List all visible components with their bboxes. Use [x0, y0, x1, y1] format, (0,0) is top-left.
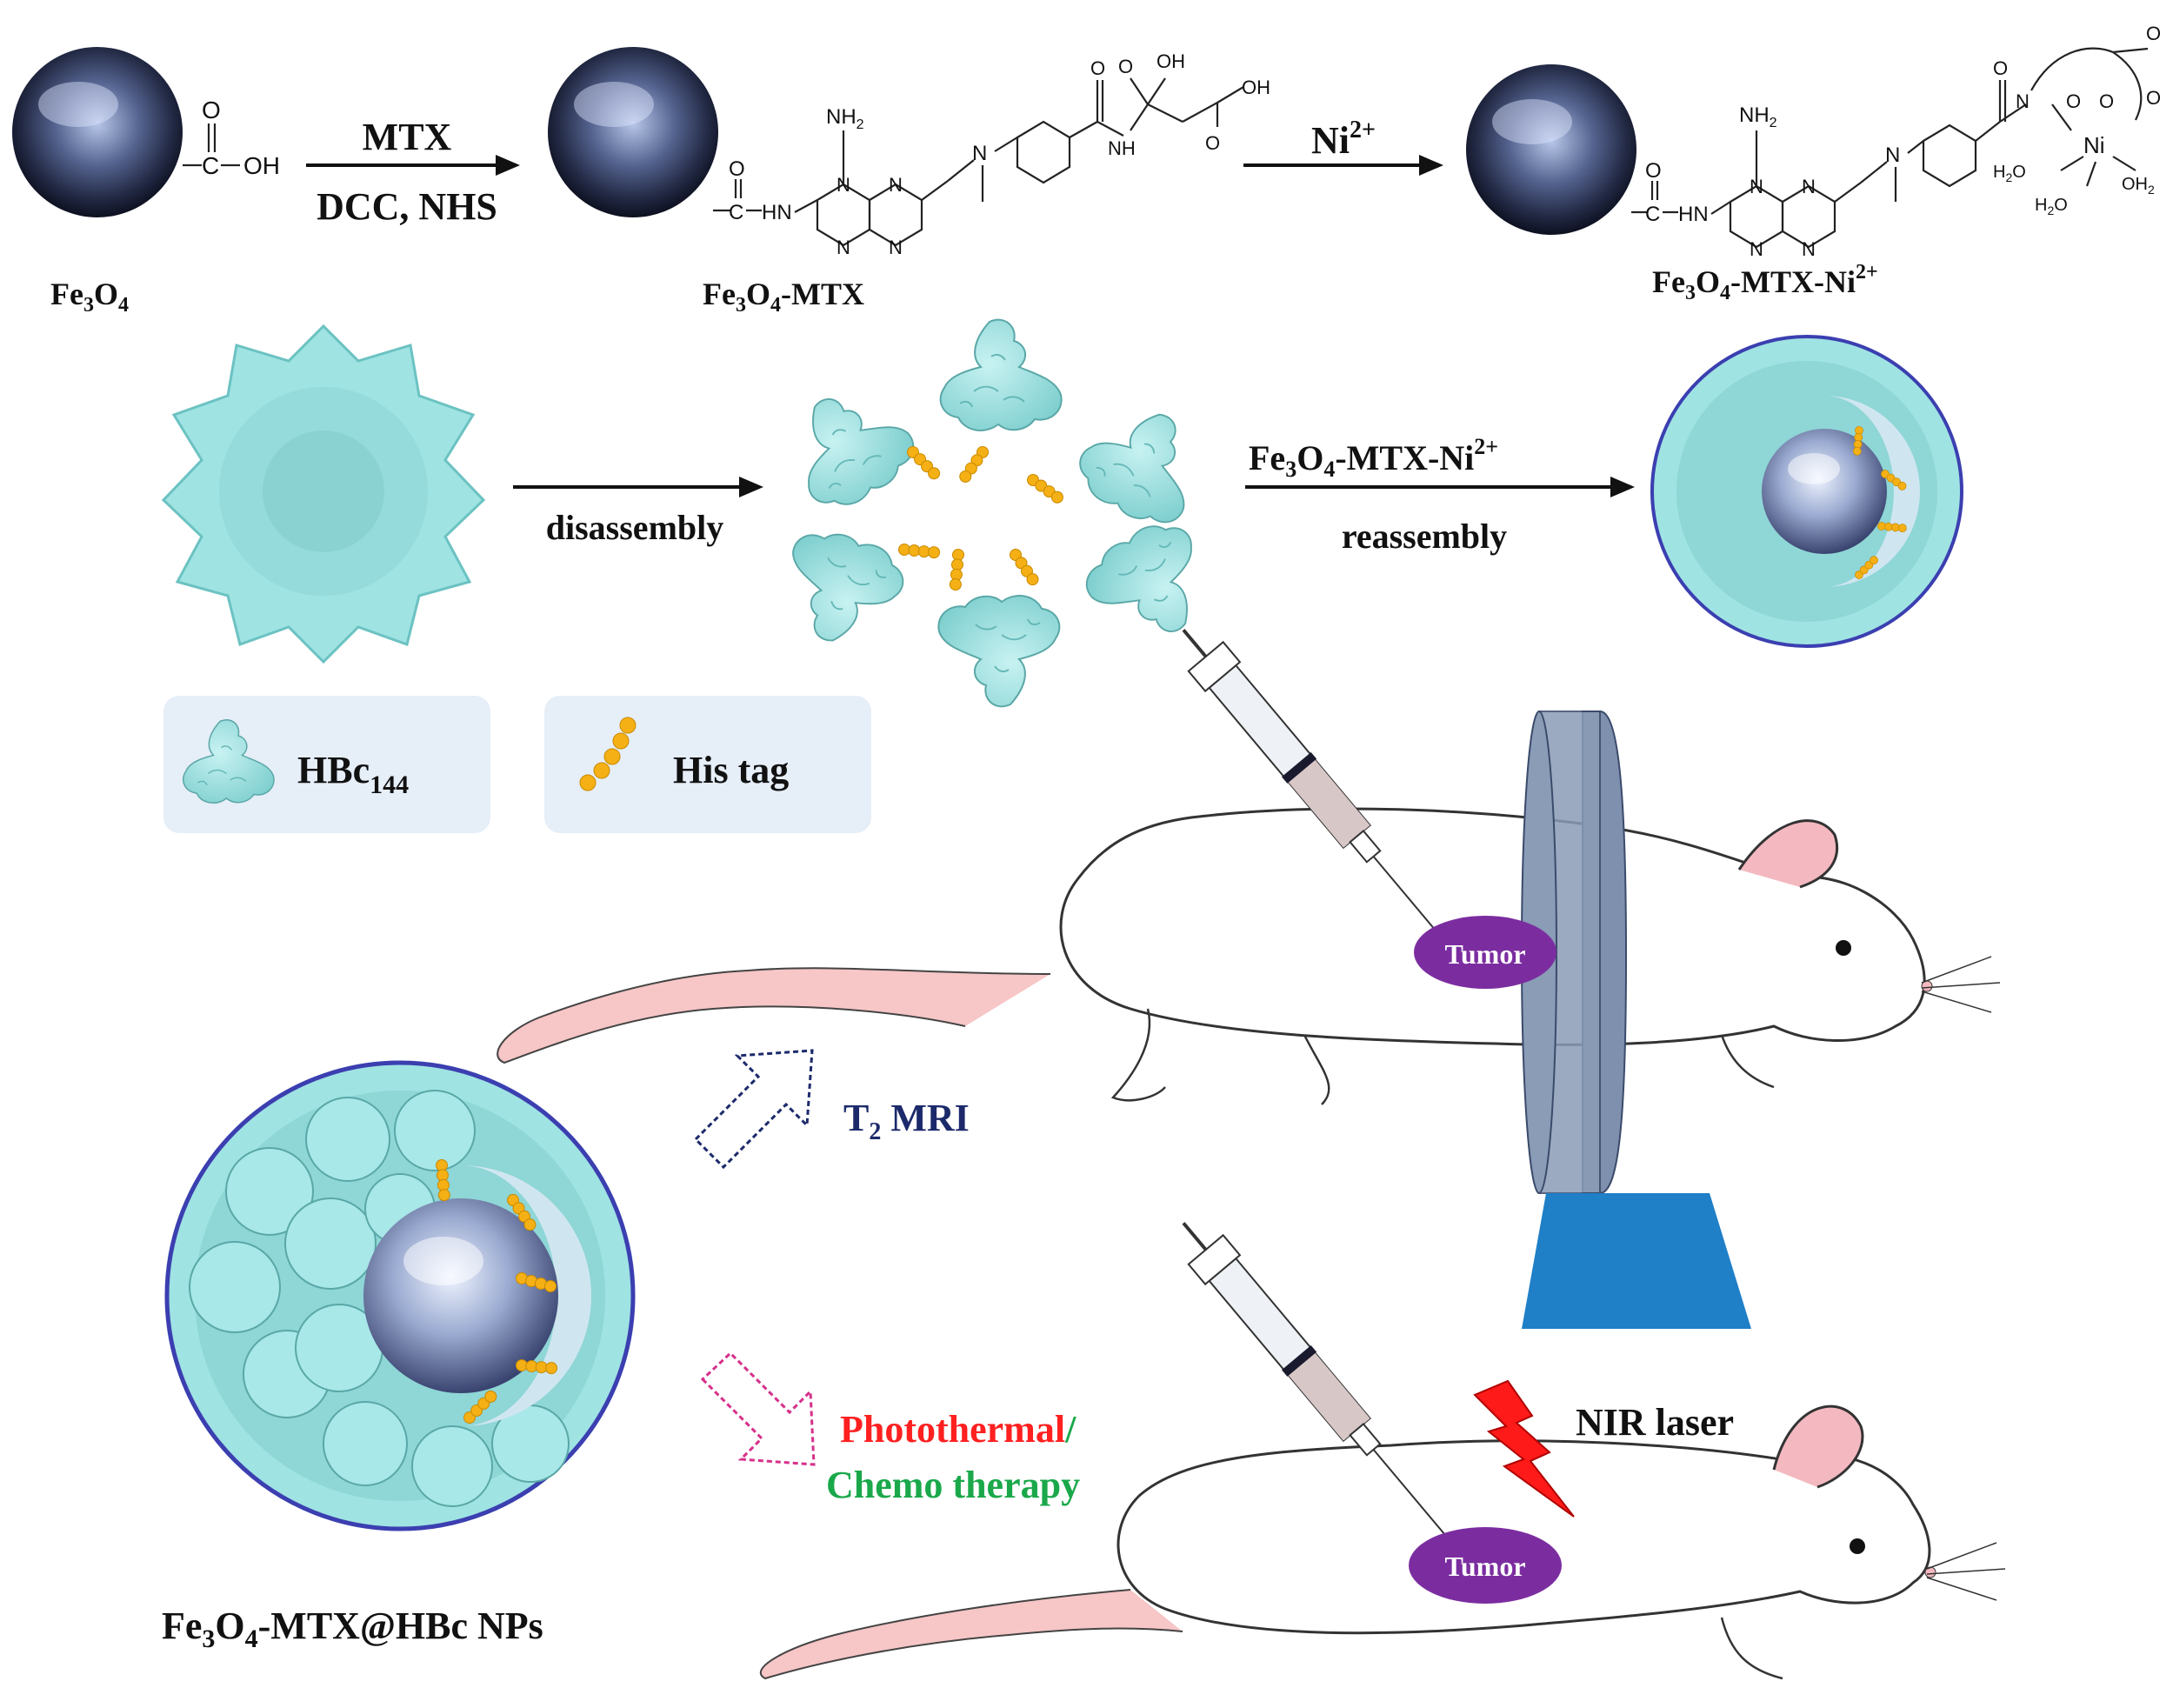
his-tag-chain-icon — [579, 717, 637, 791]
reassembly-reagent-label: Fe3O4-MTX-Ni2+ — [1249, 434, 1498, 482]
fe3o4-nanoparticle-icon — [12, 47, 183, 217]
dimer-top-left — [772, 370, 927, 521]
his-tag-3 — [1023, 472, 1068, 505]
dimer-top — [939, 318, 1063, 431]
reassembly-label: reassembly — [1342, 517, 1507, 556]
carboxyl-carbon-label: C — [202, 152, 219, 179]
t2-mri-label: T2 MRI — [843, 1097, 970, 1145]
legend-his-label: His tag — [673, 749, 789, 791]
mtx2-amino: NH2 — [1739, 103, 1777, 130]
carboxyl-group: C O OH — [183, 97, 280, 179]
his-tag-1 — [901, 444, 946, 482]
mtx1-amide-hn: HN — [762, 201, 792, 224]
legend-hbc-label: HBc144 — [297, 749, 409, 799]
ni-complex-o4: O — [2099, 90, 2114, 112]
fe3o4-mtx-nanoparticle-icon — [548, 47, 718, 217]
step1-arrow — [306, 155, 520, 176]
fe3o4-mtx-label: Fe3O4-MTX — [703, 277, 864, 317]
tumor-1-label: Tumor — [1444, 938, 1525, 970]
step2-arrow — [1243, 155, 1443, 176]
ni-complex-o1: O — [2146, 23, 2161, 44]
carboxyl-hydroxyl-label: OH — [243, 152, 280, 179]
tumor-2: Tumor — [1409, 1527, 1562, 1604]
mri-pathway-arrow-icon — [693, 1049, 814, 1170]
ni-water-bottom: H2O — [2035, 196, 2068, 217]
his-tag-5 — [943, 547, 970, 592]
mtx2-n3: N — [1802, 176, 1816, 197]
mtx1-amino: NH2 — [826, 105, 864, 132]
mtx2-n2: N — [1750, 238, 1763, 260]
fe3o4-mtx-hbc-np-large-icon — [164, 1060, 636, 1531]
mtx1-n1: N — [837, 174, 850, 196]
fe3o4-mtx-ni-nanoparticle-icon — [1466, 64, 1636, 235]
chemo-therapy-label: Chemo therapy — [826, 1464, 1080, 1506]
disassembly-arrow — [513, 477, 763, 497]
fe3o4-mtx-hbc-np-small-icon — [1650, 335, 1963, 648]
mtx2-amide-n: N — [2016, 90, 2030, 112]
ni-water-right: OH2 — [2122, 175, 2155, 197]
mtx1-amide-nh: NH — [1108, 137, 1136, 159]
legend-hbc144: HBc144 — [163, 696, 490, 833]
mtx2-amide-hn: HN — [1678, 203, 1709, 226]
therapy-pathway-arrow-icon — [700, 1351, 816, 1466]
mtx1-n4: N — [889, 237, 903, 258]
step2-ion-label: Ni2+ — [1311, 117, 1376, 162]
dimer-bottom-left — [767, 519, 913, 659]
mtx2-carbonyl-o: O — [1645, 159, 1662, 183]
tumor-1: Tumor — [1414, 916, 1556, 989]
tumor-2-label: Tumor — [1444, 1551, 1525, 1582]
reassembly-arrow — [1245, 477, 1635, 497]
mtx1-acid2-o: O — [1205, 132, 1220, 154]
mouse-mri-icon — [497, 807, 2001, 1105]
mtx2-n4: N — [1802, 238, 1816, 260]
mtx2-carbonyl-c: C — [1645, 203, 1660, 226]
mtx1-carbonyl-c: C — [729, 201, 743, 224]
syringe-icon-2 — [1182, 1222, 1458, 1551]
mtx1-n-methyl: N — [972, 142, 987, 165]
ni-complex-o2: O — [2146, 87, 2161, 109]
ni-water-left: H2O — [1993, 163, 2026, 184]
syringe-icon-1 — [1182, 629, 1458, 957]
carboxyl-oxygen-label: O — [202, 97, 221, 123]
ni-center-label: Ni — [2083, 132, 2105, 158]
dimer-bottom-right — [1073, 510, 1228, 660]
his-tag-4 — [897, 537, 942, 564]
fe3o4-mtx-ni-label: Fe3O4-MTX-Ni2+ — [1652, 261, 1878, 304]
fe3o4-label: Fe3O4 — [50, 277, 129, 317]
step1-coupling-label: DCC, NHS — [317, 185, 497, 228]
mtx2-n1: N — [1750, 176, 1763, 197]
mtx1-acid-oh: OH — [1156, 50, 1185, 72]
mtx1-n3: N — [889, 174, 903, 196]
mtx-structure-1: C O HN N N N N NH2 N O NH O OH O — [713, 50, 1270, 258]
legend-his-tag: His tag — [544, 696, 871, 833]
fe3o4-mtx-hbc-nps-label: Fe3O4-MTX@HBc NPs — [162, 1605, 543, 1653]
mtx1-acid2-oh: OH — [1242, 77, 1270, 98]
his-tag-2 — [957, 442, 990, 487]
mtx1-acid-o: O — [1118, 56, 1133, 77]
mtx1-amide-o: O — [1090, 57, 1105, 79]
mtx1-n2: N — [837, 237, 850, 258]
photothermal-label: Photothermal/ — [840, 1408, 1077, 1451]
disassembly-label: disassembly — [546, 508, 724, 547]
nir-laser-label: NIR laser — [1576, 1401, 1734, 1444]
lightning-bolt-icon — [1473, 1379, 1575, 1518]
mtx2-amide-o: O — [1993, 57, 2008, 79]
step1-reagent-label: MTX — [363, 116, 452, 158]
dimer-bottom — [937, 595, 1061, 708]
his-tag-6 — [1002, 546, 1046, 588]
mtx1-carbonyl-o: O — [729, 157, 745, 181]
hbc-capsid-icon — [161, 324, 486, 664]
disassembled-dimers — [767, 318, 1228, 708]
ni-complex-o3: O — [2066, 90, 2081, 112]
mtx2-n-methyl: N — [1885, 143, 1900, 167]
mtx-structure-2: C O HN N N N N NH2 N O N O O O O Ni — [1631, 23, 2161, 260]
dimer-top-right — [1066, 389, 1221, 539]
